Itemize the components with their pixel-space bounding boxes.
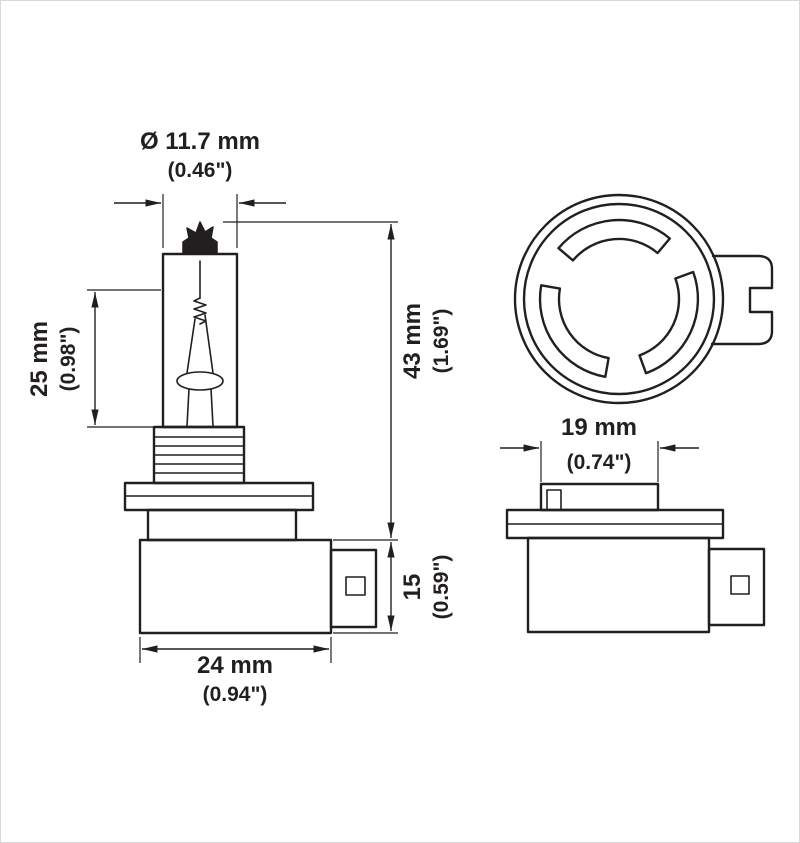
- front-connector-tab: [707, 547, 766, 627]
- dim-total-in-label: (1.69"): [430, 309, 453, 374]
- connector-notch: [345, 576, 366, 596]
- connector-tab: [329, 548, 378, 629]
- base-body: [138, 538, 333, 635]
- inner-ring: [522, 202, 716, 396]
- top-connector-tab: [710, 254, 774, 346]
- bulb-tip: [182, 221, 218, 255]
- side-view: [123, 221, 378, 635]
- top-view: [513, 193, 774, 405]
- front-key-tab: [546, 489, 562, 511]
- dim-glass-in-label: (0.98"): [57, 327, 80, 392]
- filament-assembly: [176, 260, 224, 427]
- dim-glass-length: 25 mm (0.98"): [26, 289, 161, 428]
- dim-base-in-label: (0.59"): [430, 555, 453, 620]
- front-connector-notch: [730, 575, 750, 595]
- pinch-ribs: [152, 425, 246, 485]
- dimensions: Ø 11.7 mm (0.46") 25 mm (0.98") 43 mm (1…: [26, 128, 699, 706]
- dim-total-height: 43 mm (1.69"): [223, 221, 453, 541]
- dim-diameter-mm-label: Ø 11.7 mm: [140, 128, 260, 155]
- dim-diameter-in-label: (0.46"): [168, 159, 233, 182]
- dim-width-in-label: (0.94"): [203, 683, 268, 706]
- keyed-collar: [538, 218, 700, 378]
- dim-base-width: 24 mm (0.94"): [139, 637, 332, 706]
- dim-diameter: Ø 11.7 mm (0.46"): [114, 128, 286, 248]
- dim-ring-width: 19 mm (0.74"): [500, 414, 699, 482]
- dim-ring-mm-label: 19 mm: [561, 414, 637, 441]
- dim-ring-in-label: (0.74"): [567, 451, 632, 474]
- dim-glass-mm-label: 25 mm: [26, 321, 53, 397]
- dim-base-height: 15 (0.59"): [333, 542, 453, 634]
- collar: [146, 508, 298, 542]
- front-ring: [539, 482, 660, 512]
- dim-base-mm-label: 15: [399, 574, 426, 601]
- outer-ring: [513, 193, 725, 405]
- dim-total-mm-label: 43 mm: [399, 303, 426, 379]
- front-view: [505, 482, 766, 634]
- front-base-body: [526, 536, 711, 634]
- dim-width-mm-label: 24 mm: [197, 652, 273, 679]
